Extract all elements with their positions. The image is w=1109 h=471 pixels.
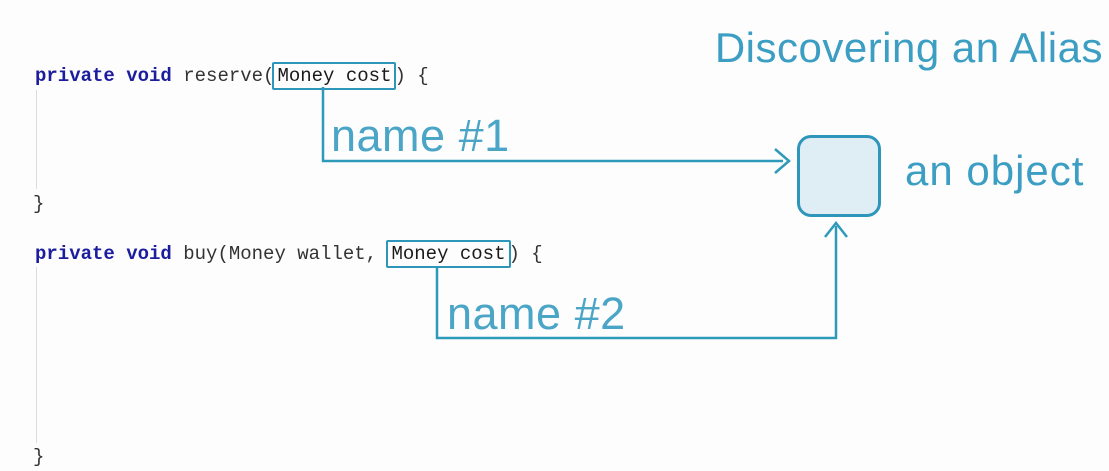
name1-label: name #1 xyxy=(331,110,510,161)
indent-guide-1 xyxy=(36,90,37,189)
code-line-buy: private void buy(Money wallet, Money cos… xyxy=(35,240,543,268)
arrowhead-up-icon xyxy=(824,220,848,238)
object-label: an object xyxy=(905,147,1085,194)
closing-brace-2: } xyxy=(33,446,45,468)
arrowhead-right-icon xyxy=(774,148,791,174)
after-params-buy: ) { xyxy=(508,243,543,265)
code-line-reserve: private void reserve(Money cost) { xyxy=(35,62,429,90)
object-box xyxy=(797,135,881,217)
indent-guide-2 xyxy=(36,267,37,443)
closing-brace-1: } xyxy=(33,193,45,215)
method-signature-buy: buy(Money wallet, xyxy=(183,243,389,265)
page-title: Discovering an Alias xyxy=(714,24,1103,71)
keyword-private-void: private void xyxy=(35,243,184,265)
param-box-2: Money cost xyxy=(386,240,511,268)
param-box-1: Money cost xyxy=(272,62,397,90)
keyword-private-void: private void xyxy=(35,65,184,87)
method-signature-reserve: reserve( xyxy=(183,65,275,87)
after-params-reserve: ) { xyxy=(394,65,429,87)
name2-label: name #2 xyxy=(447,288,626,339)
